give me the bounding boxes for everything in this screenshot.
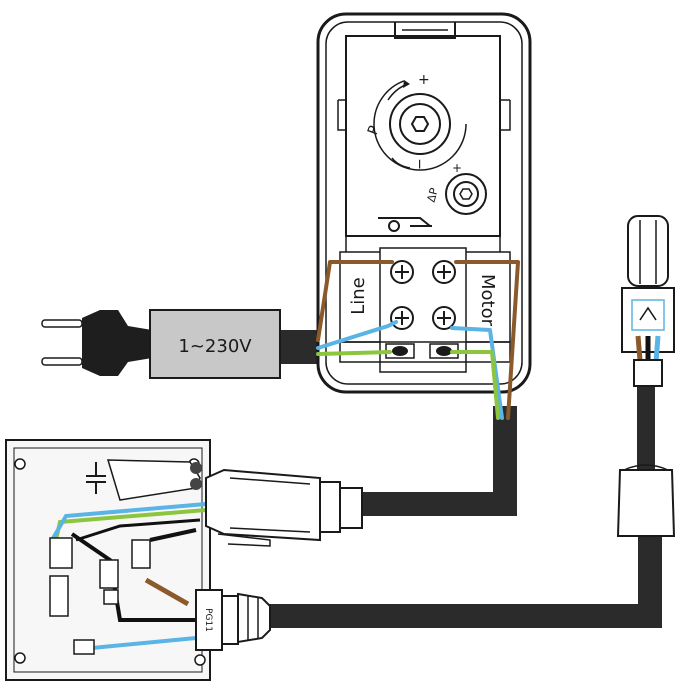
cable-gland-pg11: PG11: [195, 589, 271, 651]
wire-motor-brown: [454, 260, 520, 420]
socket-housing: [205, 468, 321, 542]
plug-head: [82, 310, 128, 376]
minus-label: −: [412, 158, 428, 170]
plug-pin-top: [41, 319, 83, 328]
wire-line-blue: [316, 320, 398, 350]
box-wire-black-3: [149, 528, 197, 542]
switch-lever: [378, 217, 432, 227]
cable-box-to-switch: [348, 406, 517, 516]
cable-box-to-sensor: [268, 528, 662, 628]
switch-housing: [316, 12, 532, 394]
pressure-dial-ring: [373, 77, 467, 171]
pressure-switch: + P − ΔP +: [316, 12, 532, 394]
delta-p-plus: +: [452, 161, 462, 175]
delta-p-label: ΔP: [425, 186, 441, 203]
line-label: Line: [348, 277, 369, 315]
plug-pin-bottom: [41, 357, 83, 366]
mains-plug: 1~230V: [41, 309, 281, 379]
motor-label: Motor: [477, 274, 498, 327]
delta-p-nut: [459, 188, 473, 200]
cable-plug-stub: [278, 330, 322, 364]
terminal-motor-bottom: [432, 306, 456, 330]
terminal-line-top: [390, 260, 414, 284]
sensor-wire-brown: [635, 335, 643, 361]
sensor-wire-blue: [653, 335, 661, 363]
wire-motor-ground: [450, 350, 500, 420]
control-box: PG11: [5, 439, 363, 681]
wire-motor-blue: [450, 326, 504, 420]
sensor-body: [627, 215, 669, 287]
box-wire-blue: [50, 502, 207, 542]
gland-label: PG11: [203, 608, 213, 632]
pressure-sensor: [616, 215, 676, 537]
wire-line-ground: [316, 350, 392, 356]
box-wire-black-1: [75, 518, 201, 542]
sensor-float: [616, 469, 676, 537]
box-wire-blue-low: [91, 636, 197, 650]
box-wire-brown: [144, 577, 190, 607]
terminal-line-bottom: [390, 306, 414, 330]
cables: [268, 330, 662, 628]
switch-housing-inner: [325, 21, 523, 385]
voltage-adapter: [149, 309, 281, 379]
capacitor-icon: [86, 462, 106, 494]
plus-label: +: [418, 72, 430, 88]
wire-line-brown: [316, 260, 394, 342]
ground-terminal-right: [429, 343, 459, 359]
voltage-label: 1~230V: [178, 336, 252, 357]
pressure-nut: [410, 116, 430, 132]
screw-terminals: [385, 260, 459, 359]
switch-top-clip: [394, 22, 456, 39]
terminal-motor-top: [432, 260, 456, 284]
switch-wires: [316, 260, 520, 420]
